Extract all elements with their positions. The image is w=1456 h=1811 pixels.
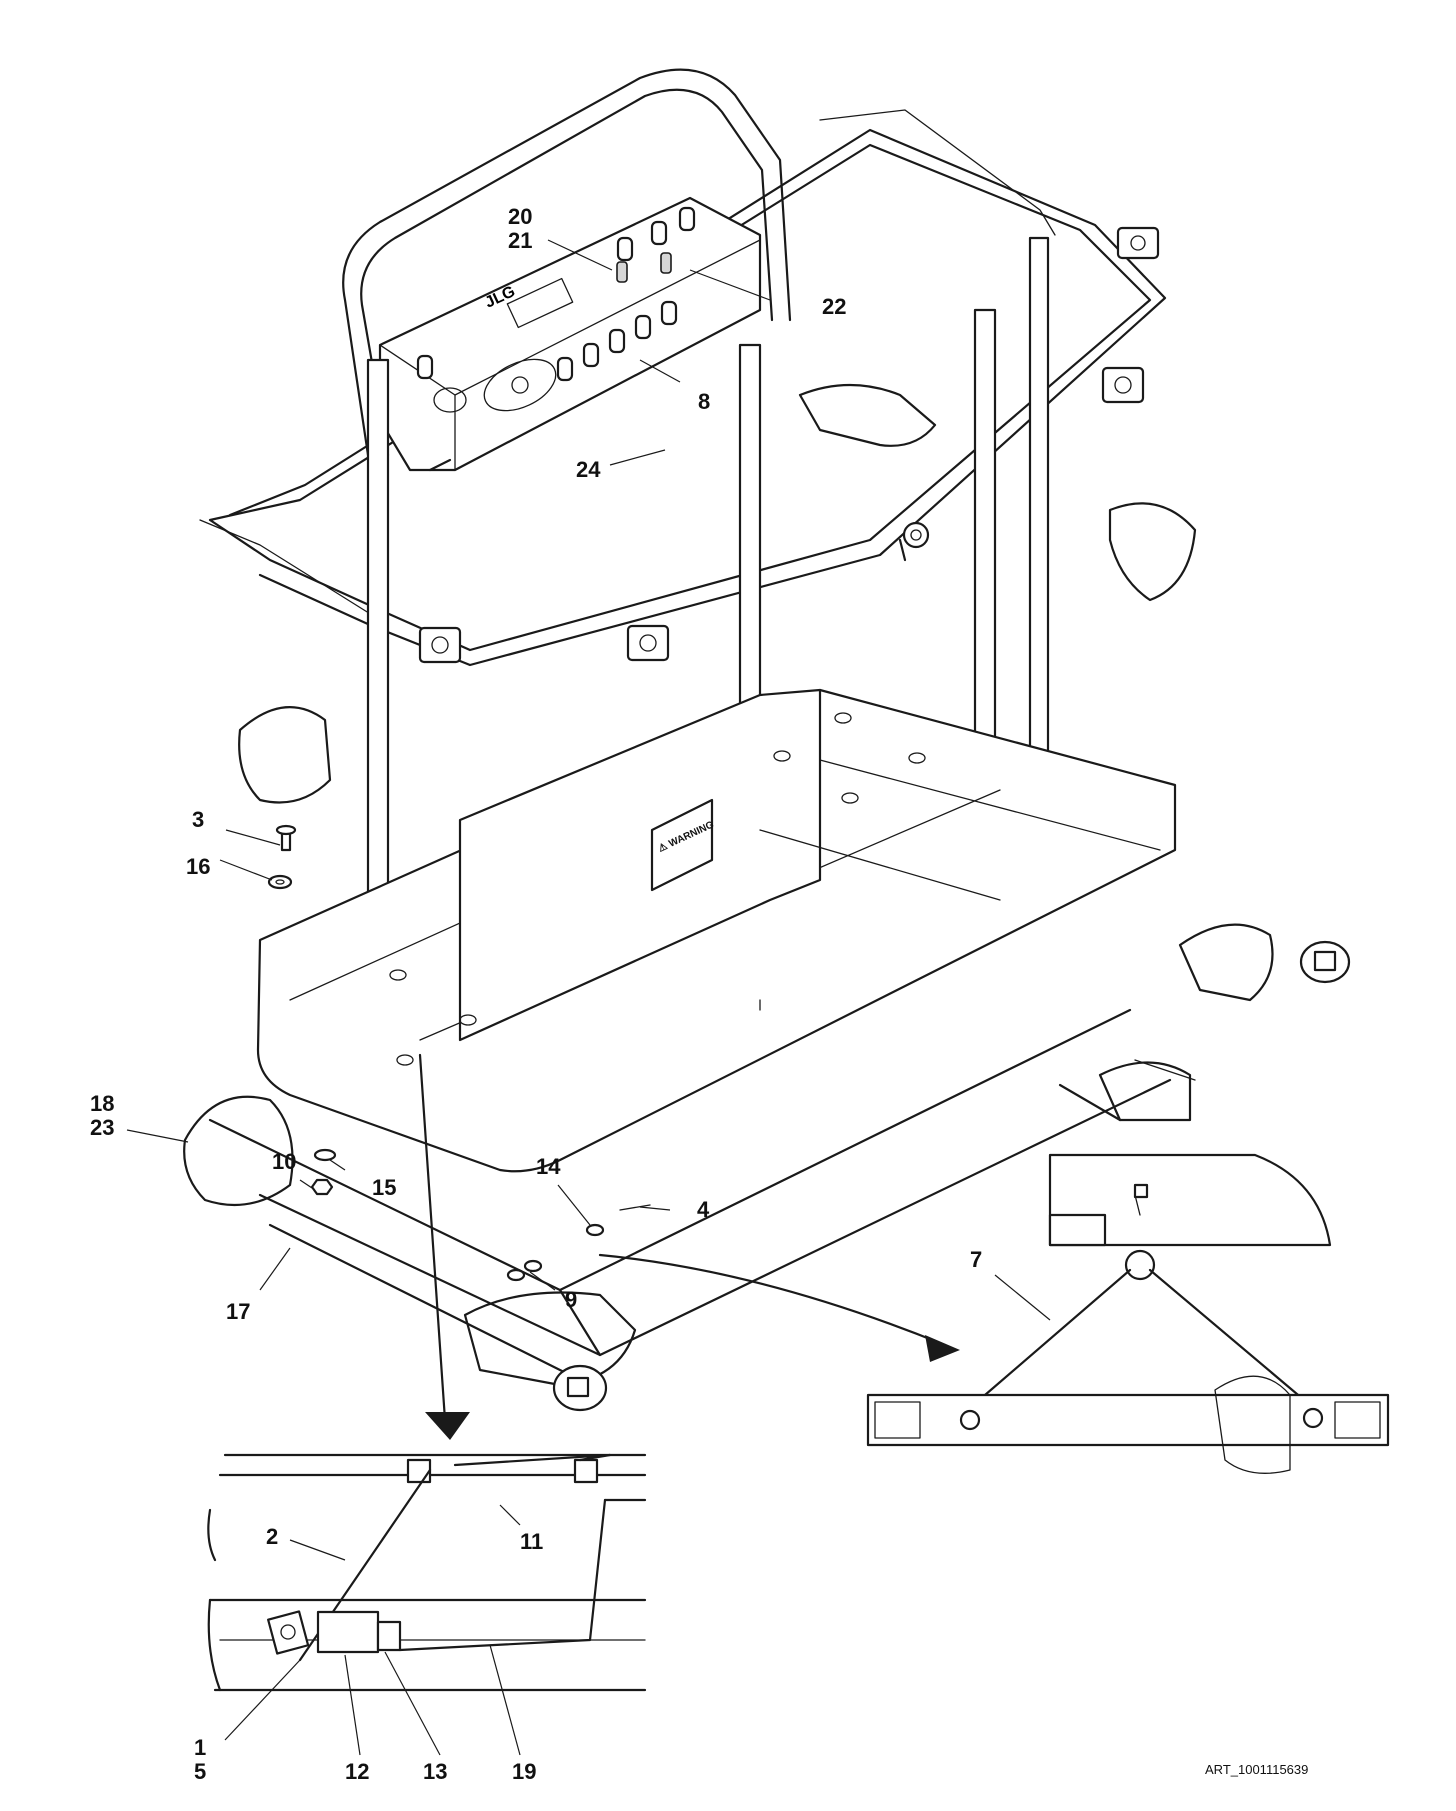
indicator-light xyxy=(616,252,672,283)
washer-16 xyxy=(267,874,293,890)
callout-24: 24 xyxy=(576,457,601,482)
cable-clip xyxy=(902,521,930,549)
pin-4 xyxy=(619,1204,651,1211)
control-lever xyxy=(416,206,696,382)
bolt-3 xyxy=(275,824,297,852)
warning-decal: ⚠ WARNING xyxy=(650,798,716,892)
callout-13: 13 xyxy=(423,1759,448,1784)
washer-15 xyxy=(313,1148,337,1162)
callout-14: 14 xyxy=(536,1154,561,1179)
top-guard-rail xyxy=(199,109,1167,667)
washer-9 xyxy=(506,1259,543,1282)
nut-10 xyxy=(310,1178,334,1196)
leader-lines xyxy=(126,239,1051,1756)
control-box-guard-loop xyxy=(342,68,792,457)
detail-view-switch xyxy=(207,1453,647,1692)
callout-18-23: 18 23 xyxy=(90,1091,115,1140)
detail-view-lanyard xyxy=(866,1153,1390,1474)
rail-clamp xyxy=(1116,226,1160,260)
control-box xyxy=(378,196,762,472)
callout-3: 3 xyxy=(192,807,205,832)
callout-4: 4 xyxy=(697,1197,710,1222)
detail-arrow xyxy=(418,1053,960,1440)
rail-clamp xyxy=(1101,366,1145,404)
callout-22: 22 xyxy=(822,294,847,319)
callout-7: 7 xyxy=(970,1247,983,1272)
callout-10: 10 xyxy=(272,1149,297,1174)
callout-20-21: 20 21 xyxy=(508,204,533,253)
art-number: ART_1001115639 xyxy=(1205,1762,1309,1777)
washer-14 xyxy=(585,1223,605,1237)
platform-floor-tub xyxy=(256,688,1177,1173)
callout-1-5: 1 5 xyxy=(194,1735,207,1784)
callout-15: 15 xyxy=(372,1175,397,1200)
callout-19: 19 xyxy=(512,1759,537,1784)
rail-clamp xyxy=(418,626,462,664)
rail-clamp xyxy=(626,624,670,662)
base-skid-frame xyxy=(208,940,1351,1412)
callout-16: 16 xyxy=(186,854,211,879)
callout-12: 12 xyxy=(345,1759,370,1784)
callout-2: 2 xyxy=(266,1524,279,1549)
callout-17: 17 xyxy=(226,1299,251,1324)
callout-8: 8 xyxy=(698,389,711,414)
callout-9: 9 xyxy=(565,1287,578,1312)
callout-11: 11 xyxy=(520,1529,544,1554)
floor-bolt xyxy=(389,712,926,1066)
